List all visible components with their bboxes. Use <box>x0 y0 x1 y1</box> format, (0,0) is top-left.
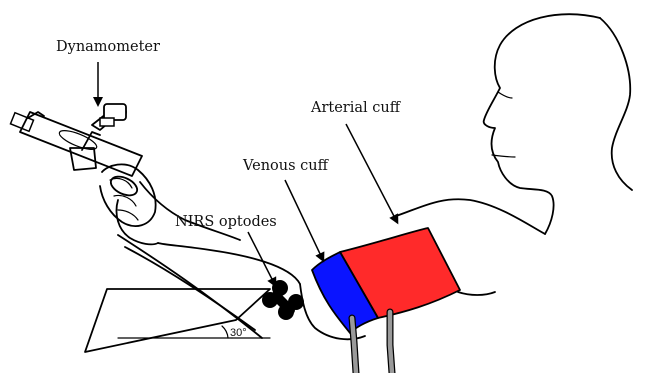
arterial-cuff-arrow <box>346 124 396 220</box>
nirs-optodes-label: NIRS optodes <box>175 214 277 230</box>
arterial-cuff-label: Arterial cuff <box>310 100 402 116</box>
subject-head <box>484 14 632 234</box>
dynamometer-label: Dynamometer <box>56 39 160 55</box>
venous-cuff-arrow <box>285 180 322 258</box>
venous-cuff-label: Venous cuff <box>242 158 330 174</box>
angle-label: 30° <box>230 327 247 339</box>
nirs-optodes <box>262 280 304 320</box>
